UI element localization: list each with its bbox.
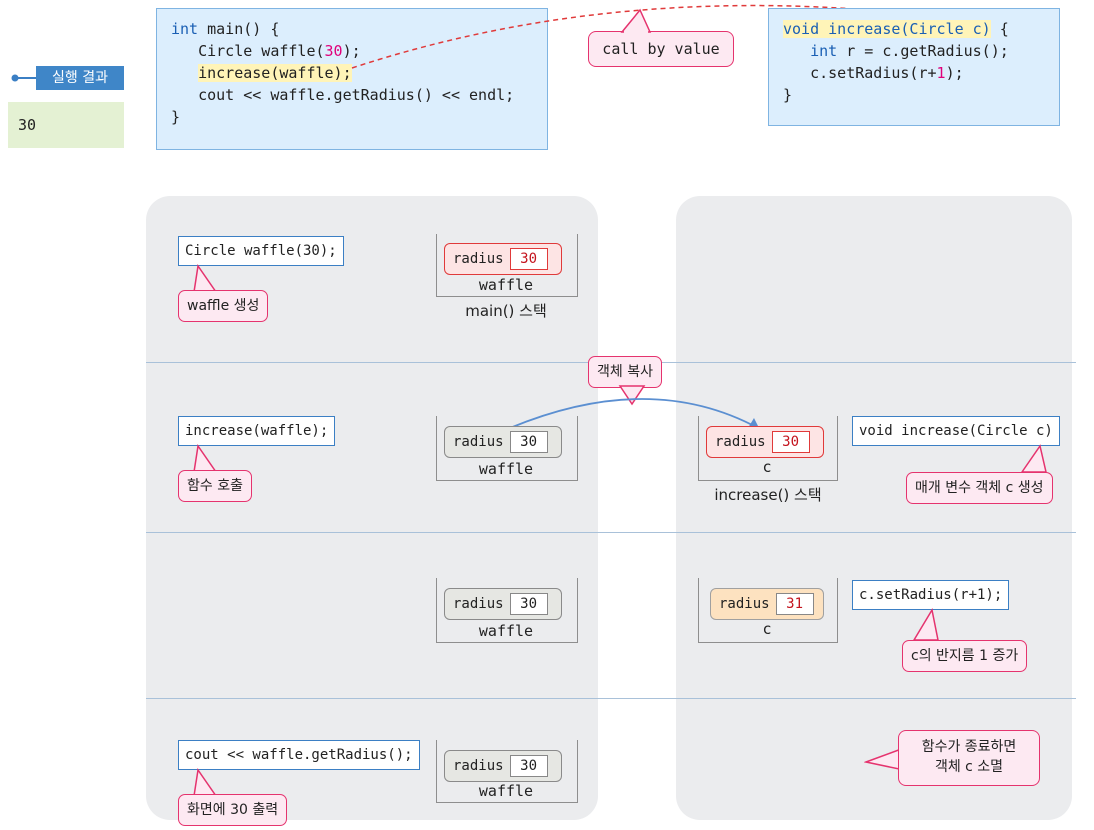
main-code-block: int main() { Circle waffle(30); increase… [156, 8, 548, 150]
increase-stack-label: increase() 스택 [714, 486, 822, 504]
code-token: cout << waffle.getRadius() << endl; [171, 86, 515, 104]
code-increase-call: increase(waffle); [178, 416, 336, 446]
callout-param-create: 매개 변수 객체 c 생성 [906, 472, 1053, 504]
code-circle-waffle: Circle waffle(30); [178, 236, 344, 266]
code-line: int main() { [171, 19, 279, 39]
code-cout: cout << waffle.getRadius(); [178, 740, 420, 770]
increase-stack-frame [698, 416, 838, 481]
code-token: int [171, 20, 199, 38]
callout-pointer [912, 608, 939, 641]
code-token: { [990, 20, 1009, 38]
main-stack-label: main() 스택 [465, 302, 547, 320]
code-token: ); [945, 64, 964, 82]
arrow-left-icon [11, 74, 36, 82]
c-object: radius 30 [706, 426, 824, 458]
object-name: waffle [478, 782, 534, 800]
object-name: c [762, 458, 772, 476]
callout-waffle-create: waffle 생성 [178, 290, 269, 322]
field-label: radius [453, 251, 504, 267]
field-label: radius [453, 596, 504, 612]
object-name: waffle [478, 276, 534, 294]
callout-function-call: 함수 호출 [178, 470, 252, 502]
callout-radius-increase: c의 반지름 1 증가 [902, 640, 1028, 672]
field-label: radius [719, 596, 770, 612]
callout-line: 객체 c 소멸 [934, 759, 1004, 775]
code-line: c.setRadius(r+1); [783, 63, 964, 83]
radius-value: 30 [509, 248, 548, 270]
code-line: increase(waffle); [171, 63, 352, 83]
call-by-value-text: call by value [602, 40, 720, 58]
radius-value: 31 [775, 593, 814, 615]
code-token: r = c.getRadius(); [837, 42, 1009, 60]
code-line: } [783, 85, 792, 105]
main-stack-frame [436, 578, 578, 643]
call-by-value-callout: call by value [588, 31, 734, 67]
callout-object-destroy: 함수가 종료하면 객체 c 소멸 [898, 730, 1040, 786]
row-separator [146, 698, 1076, 699]
waffle-object: radius 30 [444, 588, 562, 620]
code-token: c.setRadius(r+ [783, 64, 937, 82]
code-line: int r = c.getRadius(); [783, 41, 1009, 61]
result-label: 실행 결과 [10, 66, 124, 90]
waffle-object: radius 30 [444, 243, 562, 275]
callout-pointer [1020, 444, 1047, 473]
result-value: 30 [18, 116, 37, 134]
field-label: radius [453, 758, 504, 774]
callout-line: 함수가 종료하면 [921, 739, 1017, 755]
code-token: 30 [324, 42, 343, 60]
main-stack-frame [436, 234, 578, 297]
code-token: } [171, 108, 181, 126]
radius-value: 30 [771, 431, 810, 453]
field-label: radius [715, 434, 766, 450]
code-token: 1 [936, 64, 946, 82]
object-name: waffle [478, 460, 534, 478]
result-title: 실행 결과 [36, 66, 124, 90]
result-value-box: 30 [8, 102, 124, 148]
radius-value: 30 [509, 431, 548, 453]
radius-value: 30 [509, 755, 548, 777]
waffle-object: radius 30 [444, 426, 562, 458]
main-stack-frame [436, 416, 578, 481]
main-stack-frame [436, 740, 578, 803]
code-token: } [783, 86, 793, 104]
c-object: radius 31 [710, 588, 824, 620]
code-set-radius: c.setRadius(r+1); [852, 580, 1010, 610]
code-token: void increase(Circle c) [783, 20, 991, 38]
code-func-signature: void increase(Circle c) [852, 416, 1060, 446]
code-token: increase(waffle); [198, 64, 352, 82]
code-line: void increase(Circle c) { [783, 19, 1009, 39]
code-token: Circle waffle( [171, 42, 325, 60]
object-name: waffle [478, 622, 534, 640]
row-separator [146, 532, 1076, 533]
code-line: } [171, 107, 180, 127]
object-name: c [762, 620, 772, 638]
radius-value: 30 [509, 593, 548, 615]
code-line: cout << waffle.getRadius() << endl; [171, 85, 514, 105]
field-label: radius [453, 434, 504, 450]
callout-pointer [618, 385, 646, 406]
code-token: ); [342, 42, 361, 60]
waffle-object: radius 30 [444, 750, 562, 782]
increase-stack-frame [698, 578, 838, 643]
code-line: Circle waffle(30); [171, 41, 361, 61]
callout-print-30: 화면에 30 출력 [178, 794, 288, 826]
func-code-block: void increase(Circle c) { int r = c.getR… [768, 8, 1060, 126]
code-token: int [810, 42, 838, 60]
callout-pointer [620, 8, 652, 34]
code-token: main() { [198, 20, 280, 38]
increase-stack-panel [676, 196, 1072, 820]
